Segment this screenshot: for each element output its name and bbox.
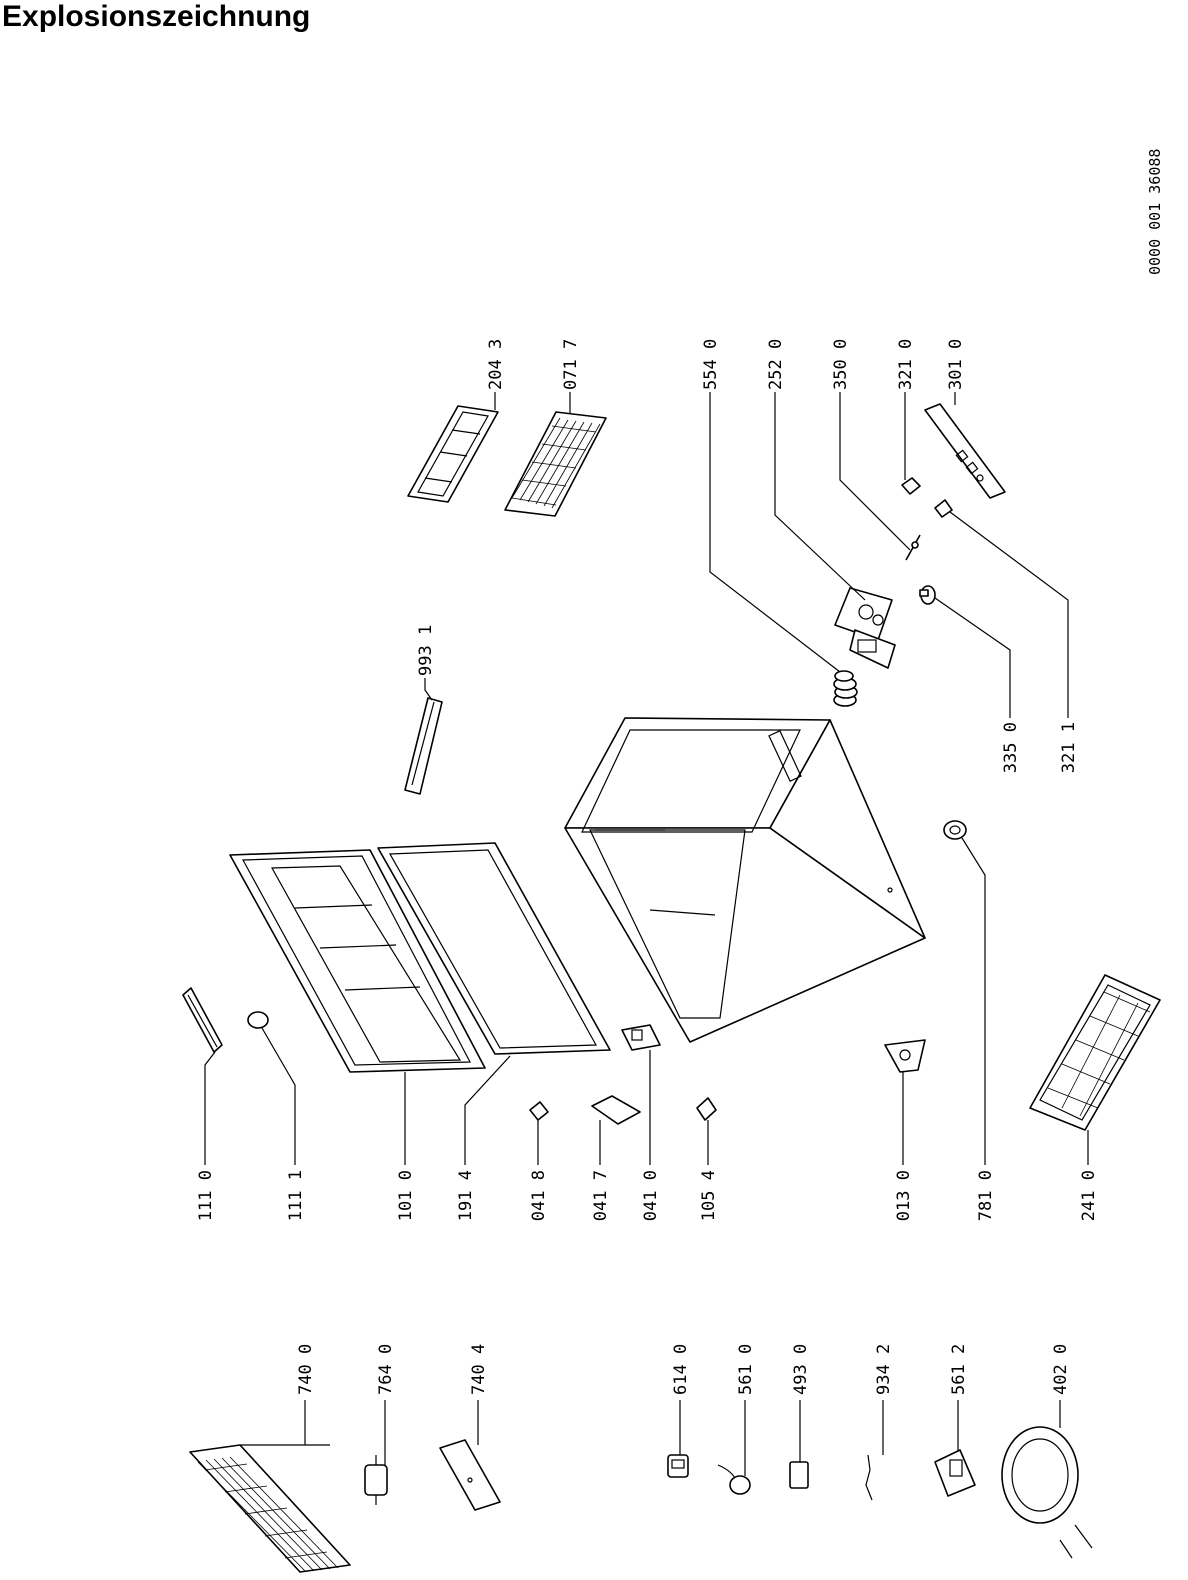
wire-drawing bbox=[865, 1454, 873, 1501]
part-label-554-0: 554 0 bbox=[701, 339, 721, 390]
condenser-coil-drawing bbox=[189, 1444, 351, 1573]
part-label-111-1: 111 1 bbox=[286, 1170, 306, 1221]
part-label-071-7: 071 7 bbox=[561, 339, 581, 390]
page-title: Explosionszeichnung bbox=[2, 0, 311, 33]
hinge-block-drawing bbox=[621, 1024, 661, 1051]
lid-frame-drawing bbox=[377, 842, 611, 1055]
part-label-335-0: 335 0 bbox=[1001, 722, 1021, 773]
part-label-101-0: 101 0 bbox=[396, 1170, 416, 1221]
small-block-drawing bbox=[934, 499, 953, 518]
overload-drawing bbox=[717, 1464, 751, 1495]
small-box-drawing bbox=[789, 1461, 809, 1489]
terminal-block-drawing bbox=[934, 1449, 976, 1497]
part-label-204-3: 204 3 bbox=[486, 339, 506, 390]
hinge-drawing bbox=[591, 1095, 641, 1125]
part-label-321-1: 321 1 bbox=[1059, 722, 1079, 773]
part-label-041-7: 041 7 bbox=[591, 1170, 611, 1221]
bolt-drawing bbox=[696, 1097, 717, 1121]
bracket-drawing bbox=[439, 1439, 501, 1511]
round-cap-drawing bbox=[247, 1011, 269, 1029]
part-label-105-4: 105 4 bbox=[699, 1170, 719, 1221]
pin-drawing bbox=[905, 534, 921, 561]
round-foot-drawing bbox=[943, 820, 967, 840]
grille-drawing bbox=[504, 411, 607, 517]
part-label-561-0: 561 0 bbox=[736, 1344, 756, 1395]
part-label-111-0: 111 0 bbox=[196, 1170, 216, 1221]
part-label-041-8: 041 8 bbox=[529, 1170, 549, 1221]
cabinet-body-drawing bbox=[564, 717, 926, 1043]
part-label-041-0: 041 0 bbox=[641, 1170, 661, 1221]
part-label-350-0: 350 0 bbox=[831, 339, 851, 390]
part-label-740-0: 740 0 bbox=[296, 1344, 316, 1395]
part-label-301-0: 301 0 bbox=[946, 339, 966, 390]
thermostat-assembly-drawing bbox=[834, 587, 896, 669]
part-label-321-0: 321 0 bbox=[896, 339, 916, 390]
part-label-764-0: 764 0 bbox=[376, 1344, 396, 1395]
compressor-drawing bbox=[1001, 1426, 1093, 1559]
tray-frame-drawing bbox=[407, 405, 499, 503]
part-label-561-2: 561 2 bbox=[949, 1344, 969, 1395]
part-label-252-0: 252 0 bbox=[766, 339, 786, 390]
dryer-drawing bbox=[364, 1455, 388, 1505]
part-label-013-0: 013 0 bbox=[894, 1170, 914, 1221]
part-label-614-0: 614 0 bbox=[671, 1344, 691, 1395]
knob-drawing bbox=[919, 585, 936, 605]
part-label-191-4: 191 4 bbox=[456, 1170, 476, 1221]
part-label-241-0: 241 0 bbox=[1079, 1170, 1099, 1221]
lid-drawing bbox=[229, 849, 486, 1073]
part-label-493-0: 493 0 bbox=[791, 1344, 811, 1395]
part-label-740-4: 740 4 bbox=[469, 1344, 489, 1395]
clip-drawing bbox=[901, 477, 921, 495]
handle-drawing bbox=[182, 987, 223, 1053]
part-label-934-2: 934 2 bbox=[874, 1344, 894, 1395]
foot-bracket-drawing bbox=[884, 1039, 926, 1073]
part-label-402-0: 402 0 bbox=[1051, 1344, 1071, 1395]
leader-lines bbox=[204, 392, 1089, 1476]
wire-basket-drawing bbox=[1029, 974, 1161, 1131]
hinge-clip-drawing bbox=[529, 1101, 549, 1121]
part-label-781-0: 781 0 bbox=[976, 1170, 996, 1221]
part-labels: 204 3 071 7 554 0 252 0 350 0 321 0 301 … bbox=[196, 339, 1099, 1395]
part-label-993-1: 993 1 bbox=[416, 625, 436, 676]
control-panel-drawing bbox=[924, 403, 1006, 499]
rail-drawing bbox=[404, 697, 443, 795]
coil-spring-drawing bbox=[833, 670, 858, 707]
relay-drawing bbox=[667, 1454, 689, 1478]
document-number: 0000 001 36088 bbox=[1146, 149, 1164, 275]
